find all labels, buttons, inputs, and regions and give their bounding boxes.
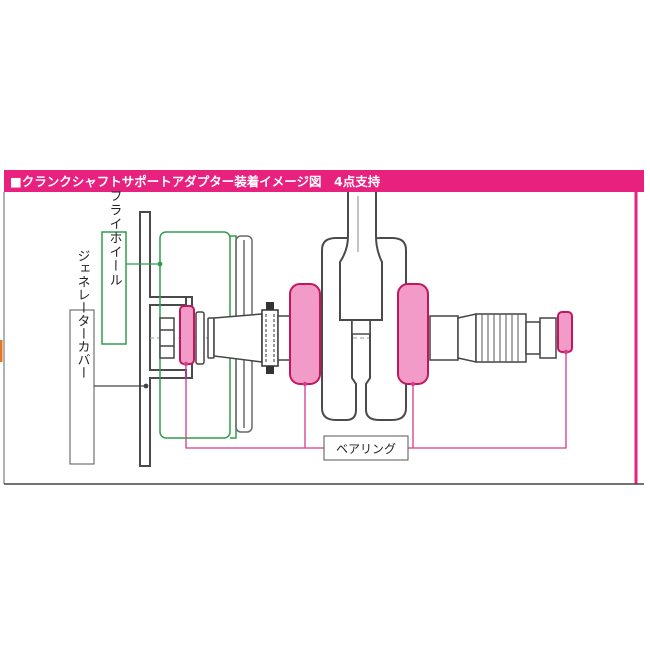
shaft-end bbox=[539, 317, 557, 359]
bearing-3 bbox=[397, 283, 429, 385]
shaft-segment-right bbox=[429, 315, 459, 361]
bearing-1 bbox=[179, 305, 195, 365]
spline-section bbox=[475, 313, 527, 363]
sprocket-gear bbox=[261, 302, 279, 374]
leader-dot bbox=[143, 383, 149, 389]
bearing-leader-lines bbox=[185, 352, 567, 449]
shaft-nut bbox=[159, 317, 175, 359]
bearing-2 bbox=[289, 283, 321, 385]
leader-dot bbox=[183, 361, 189, 367]
flywheel-label-box bbox=[101, 231, 127, 345]
title-bar bbox=[4, 170, 644, 192]
leader-dot bbox=[563, 349, 569, 355]
bearing-label: ベアリング bbox=[336, 442, 396, 456]
generator-cover-wall bbox=[139, 211, 193, 467]
tapered-shaft bbox=[213, 313, 263, 363]
connecting-rod bbox=[339, 192, 383, 321]
shaft-collar bbox=[457, 313, 477, 363]
leader-dot bbox=[157, 261, 163, 267]
bearing-4 bbox=[557, 311, 573, 353]
generator-cover-label: ジェネレーターカバー bbox=[75, 249, 91, 379]
shaft-washer bbox=[195, 311, 215, 365]
shaft-neck bbox=[525, 321, 541, 355]
leader-dot bbox=[410, 381, 416, 387]
bearing-label-box bbox=[323, 435, 409, 461]
leader-dot bbox=[302, 381, 308, 387]
generator-cover-label-box bbox=[69, 309, 95, 465]
diagram-title: ■クランクシャフトサポートアダプター装着イメージ図 4点支持 bbox=[10, 174, 381, 189]
flywheel-label: フライホイール bbox=[107, 189, 122, 287]
